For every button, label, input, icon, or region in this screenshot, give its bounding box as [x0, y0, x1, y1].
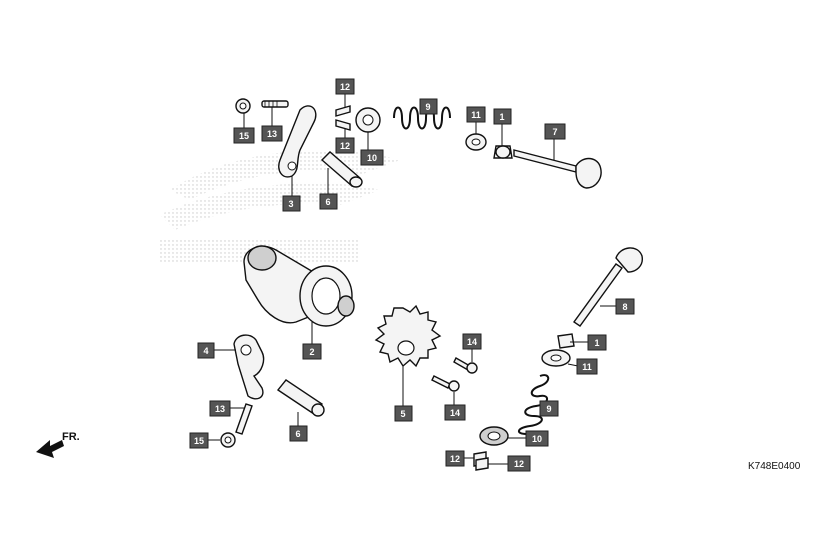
front-arrow-icon: FR. [36, 431, 80, 458]
svg-text:2: 2 [309, 347, 314, 357]
adjusting-screw-lower-part [235, 403, 253, 435]
callout-12-lower-b: 12 [507, 455, 531, 472]
nut-lower-part [220, 432, 236, 448]
callout-7: 7 [544, 123, 566, 140]
nut-part [235, 98, 251, 114]
front-label: FR. [62, 431, 80, 443]
svg-text:15: 15 [239, 131, 249, 141]
callout-4: 3 [282, 195, 301, 212]
sprocket-bolt-part [453, 357, 478, 374]
callout-6-lower: 6 [289, 425, 308, 442]
svg-text:13: 13 [267, 129, 277, 139]
spring-retainer-part [355, 107, 381, 133]
intake-valve-part [513, 149, 602, 189]
svg-text:11: 11 [471, 110, 481, 120]
rocker-arm-part [278, 105, 317, 178]
callout-1-lower: 1 [587, 334, 607, 351]
svg-text:9: 9 [546, 404, 551, 414]
callout-1-upper: 1 [493, 108, 512, 125]
sprocket-bolt-lower-part [431, 375, 460, 392]
svg-text:12: 12 [450, 454, 460, 464]
callout-11-lower: 11 [576, 358, 598, 375]
svg-text:1: 1 [594, 338, 599, 348]
valve-cotter-part [335, 105, 351, 131]
drawing-code: K748E0400 [748, 461, 801, 472]
svg-text:8: 8 [622, 302, 627, 312]
rocker-arm-lower-part [233, 334, 265, 400]
svg-text:5: 5 [400, 409, 405, 419]
callout-12-upper-a: 12 [335, 78, 355, 95]
callout-15-upper: 15 [233, 127, 255, 144]
svg-text:12: 12 [514, 459, 524, 469]
callout-14-lower: 14 [444, 404, 466, 421]
svg-text:6: 6 [295, 429, 300, 439]
rocker-shaft-part [320, 151, 363, 188]
callout-12-lower-a: 12 [445, 450, 465, 467]
callout-11-upper: 11 [466, 106, 486, 123]
svg-text:13: 13 [215, 404, 225, 414]
callout-9-lower: 9 [539, 400, 559, 417]
callout-5: 4 [197, 342, 215, 359]
svg-text:10: 10 [532, 434, 542, 444]
svg-text:15: 15 [194, 436, 204, 446]
svg-text:12: 12 [340, 141, 350, 151]
svg-text:9: 9 [425, 102, 430, 112]
valve-cotter-lower-part [473, 451, 489, 471]
callout-3: 5 [394, 405, 413, 422]
svg-text:10: 10 [367, 153, 377, 163]
callout-8: 8 [615, 298, 635, 315]
spring-seat-lower-part [541, 349, 571, 367]
callout-6-upper: 6 [319, 193, 338, 210]
svg-text:12: 12 [340, 82, 350, 92]
stem-seal-lower-part [557, 333, 575, 349]
adjusting-screw-part [261, 100, 289, 108]
callout-13-lower: 13 [209, 400, 231, 417]
svg-text:11: 11 [582, 362, 592, 372]
exhaust-valve-part [573, 247, 643, 327]
callout-12-upper-b: 12 [335, 137, 355, 154]
callout-10-lower: 10 [525, 430, 549, 447]
valve-spring-lower-part [518, 374, 550, 435]
cam-sprocket-part [374, 304, 442, 368]
rocker-shaft-lower-part [276, 379, 325, 417]
svg-text:14: 14 [450, 408, 460, 418]
callout-10-upper: 10 [360, 149, 384, 166]
svg-text:14: 14 [467, 337, 477, 347]
svg-text:3: 3 [288, 199, 293, 209]
callout-13-upper: 13 [261, 125, 283, 142]
spring-seat-part [465, 133, 487, 151]
svg-text:7: 7 [552, 127, 557, 137]
svg-text:1: 1 [499, 112, 504, 122]
callout-2: 2 [302, 343, 322, 360]
stem-seal-part [493, 145, 513, 159]
camshaft-part [243, 245, 355, 327]
callout-15-lower: 15 [189, 432, 209, 449]
callout-9-upper: 9 [419, 98, 438, 115]
callout-14-upper: 14 [462, 333, 482, 350]
svg-text:6: 6 [325, 197, 330, 207]
valve-spring-part [393, 106, 451, 130]
spring-retainer-lower-part [479, 426, 509, 446]
svg-text:4: 4 [203, 346, 208, 356]
